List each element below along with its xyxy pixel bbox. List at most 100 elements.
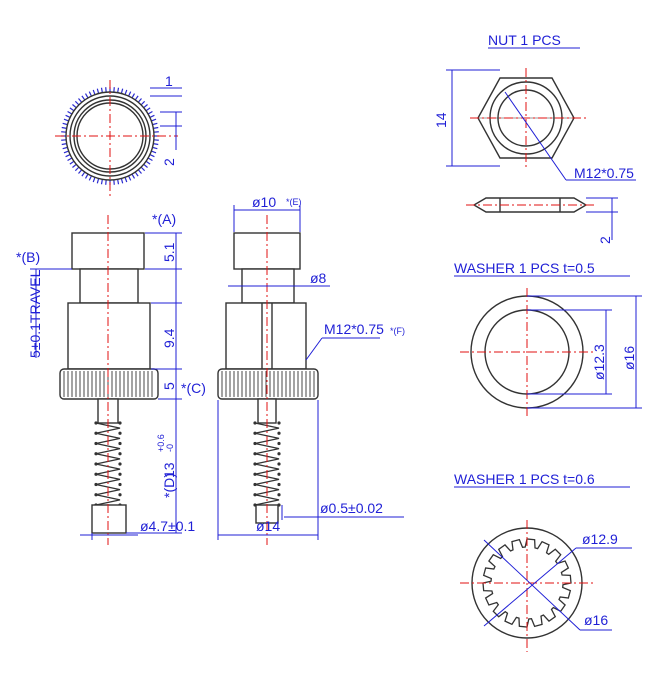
knurl-tooth <box>152 122 158 126</box>
knurl-tooth <box>74 100 80 106</box>
knurl-tooth <box>128 91 132 97</box>
dim-1-label: 1 <box>165 73 173 89</box>
spring-end <box>118 472 122 476</box>
top-view-knurled-cap: 1 2 <box>55 73 182 196</box>
knurl-tooth <box>149 114 155 118</box>
knurl-tooth <box>149 154 155 158</box>
m12-leader <box>305 337 323 361</box>
spring-end <box>118 431 122 435</box>
knurl-tooth <box>61 126 67 129</box>
dim-m12-label: M12*0.75 <box>324 321 384 337</box>
mid-knurl-nut <box>217 368 319 400</box>
knurl-tooth <box>140 100 146 106</box>
left-body <box>67 302 151 370</box>
knurl-tooth <box>78 169 83 174</box>
spring-end <box>277 431 281 435</box>
spring-end <box>253 452 257 456</box>
spring-end <box>277 472 281 476</box>
nut-m12-leader <box>504 91 567 181</box>
knurl-tooth <box>81 95 86 101</box>
knurl-tooth <box>120 178 124 184</box>
note-d: *(D) <box>161 473 177 498</box>
spring-end <box>277 493 281 497</box>
dim-9-4-label: 9.4 <box>161 328 177 348</box>
dim-d123: ø12.3 <box>591 344 607 380</box>
knurl-tooth <box>137 98 142 103</box>
dim-5-1-label: 5.1 <box>161 242 177 262</box>
spring-end <box>253 431 257 435</box>
dim-d16-w1: ø16 <box>621 346 637 370</box>
mid-knurl-lines <box>221 371 315 397</box>
spring-end <box>277 462 281 466</box>
spring-end <box>94 462 98 466</box>
note-c: *(C) <box>181 380 206 396</box>
note-a: *(A) <box>152 211 176 227</box>
dim-5-label: 5 <box>161 382 177 390</box>
knurl-tooth <box>84 93 89 99</box>
left-plunger-tip <box>91 504 127 534</box>
nut-dim-2: 2 <box>597 236 613 244</box>
knurl-tooth <box>128 175 132 181</box>
knurl-tooth <box>124 89 128 95</box>
dim-travel-label: 5±0.1TRAVEL <box>27 269 43 358</box>
knurl-tooth <box>62 146 68 150</box>
left-side-view: 5.1 9.4 5 13 +0.6 -0 *(A) *(C) *(D) 5±0.… <box>16 211 206 545</box>
knurl-tooth <box>117 179 120 185</box>
spring-end <box>118 493 122 497</box>
middle-side-view: ø10 *(E) ø8 M12*0.75 *(F) ø14 ø0.5±0.02 <box>217 194 405 545</box>
washer1-title: WASHER 1 PCS t=0.5 <box>454 260 595 276</box>
spring-end <box>118 482 122 487</box>
knurl-tooth <box>120 88 124 94</box>
knurl-tooth <box>63 150 69 154</box>
spring-end <box>277 421 281 425</box>
dim-d8-label: ø8 <box>310 270 327 286</box>
spring-end <box>277 441 281 446</box>
knurl-tooth <box>145 160 151 165</box>
knurl-tooth <box>145 107 151 112</box>
knurl-tooth <box>78 98 83 103</box>
knurl-tooth <box>81 171 86 177</box>
knurl-tooth <box>72 104 77 109</box>
washer2-title: WASHER 1 PCS t=0.6 <box>454 471 595 487</box>
knurl-tooth <box>92 177 96 183</box>
knurl-tooth <box>62 122 68 126</box>
washer2-view: WASHER 1 PCS t=0.6 ø16 ø12.9 <box>454 471 632 652</box>
dim-d14-label: ø14 <box>256 518 280 534</box>
knurl-tooth <box>88 91 92 97</box>
dim-d16-w2: ø16 <box>584 612 608 628</box>
knurl-tooth <box>143 104 148 109</box>
dim-2-label: 2 <box>161 158 177 166</box>
spring-end <box>94 431 98 435</box>
spring-end <box>253 441 257 446</box>
knurl-tooth <box>134 171 139 177</box>
knurl-tooth <box>65 114 71 118</box>
mid-spring <box>253 421 281 507</box>
knurl-tooth <box>131 93 136 99</box>
spring-end <box>253 493 257 497</box>
note-f: *(F) <box>390 326 405 336</box>
knurl-tooth <box>92 89 96 95</box>
knurl-tooth <box>117 87 120 93</box>
spring-end <box>94 472 98 476</box>
knurl-tooth <box>67 157 73 162</box>
spring-end <box>277 452 281 456</box>
knurl-tooth <box>131 173 136 179</box>
knurl-tooth <box>61 143 67 146</box>
knurl-tooth <box>153 126 159 129</box>
left-neck <box>79 268 139 304</box>
spring-end <box>253 482 257 487</box>
note-e: *(E) <box>286 197 302 207</box>
knurl-tooth <box>143 163 148 168</box>
knurl-tooth <box>100 87 103 93</box>
w2-leader-129 <box>483 547 577 627</box>
nut-view: NUT 1 PCS 14 M12*0.75 2 <box>433 32 636 244</box>
note-b: *(B) <box>16 249 40 265</box>
spring-end <box>94 493 98 497</box>
spring-end <box>94 421 98 425</box>
top-view-ring <box>69 95 151 177</box>
knurl-ring <box>61 87 159 185</box>
knurl-tooth <box>84 173 89 179</box>
dim-d05-label: ø0.5±0.02 <box>320 500 383 516</box>
left-knurl-nut <box>59 368 159 400</box>
